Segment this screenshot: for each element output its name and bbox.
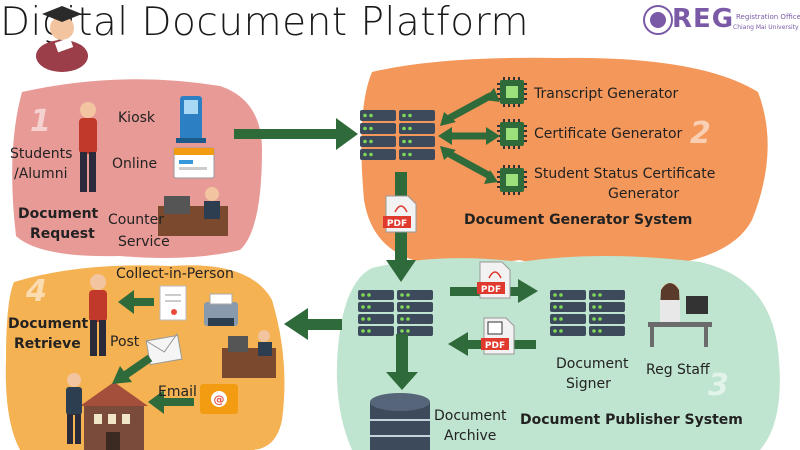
email-icon: @ bbox=[200, 384, 238, 414]
graduate-icon bbox=[36, 6, 88, 72]
alumni-label: /Alumni bbox=[14, 166, 68, 182]
students-label: Students bbox=[10, 146, 73, 162]
pdf-file-icon: PDF bbox=[477, 261, 511, 299]
counter-staff-icon bbox=[222, 330, 276, 378]
building-icon bbox=[80, 382, 148, 450]
student-figure-icon bbox=[66, 373, 82, 444]
arrow-post-to-student bbox=[112, 354, 153, 384]
publisher-heading: Document Publisher System bbox=[520, 412, 743, 428]
service-label: Service bbox=[118, 234, 170, 250]
online-label: Online bbox=[112, 156, 158, 172]
signer-label-line2: Signer bbox=[566, 376, 611, 392]
reg-logo-line1: Registration Office bbox=[736, 13, 800, 21]
uni-seal-icon bbox=[643, 5, 673, 35]
arrow-server-chips bbox=[438, 88, 500, 184]
certificate-generator-label: Certificate Generator bbox=[534, 126, 683, 142]
counter-label: Counter bbox=[108, 212, 164, 228]
kiosk-label: Kiosk bbox=[118, 110, 156, 126]
chip-icon bbox=[497, 165, 527, 195]
request-heading-line2: Request bbox=[30, 226, 95, 242]
transcript-generator-label: Transcript Generator bbox=[534, 86, 679, 102]
publisher-server-icon bbox=[358, 290, 433, 336]
collect-in-person-label: Collect-in-Person bbox=[116, 266, 234, 282]
archive-label-line1: Document bbox=[434, 408, 507, 424]
student-figure-icon bbox=[89, 274, 107, 356]
browser-icon bbox=[173, 147, 215, 179]
printer-icon bbox=[204, 293, 238, 326]
generator-server-icon bbox=[360, 110, 435, 160]
retrieve-heading-line1: Document bbox=[8, 316, 89, 332]
publisher-number: 3 bbox=[708, 368, 729, 403]
arrow-publisher-to-retrieve bbox=[284, 308, 342, 340]
office-worker-icon bbox=[648, 283, 712, 347]
arrow-request-to-generator bbox=[234, 118, 358, 150]
signer-server-icon bbox=[550, 290, 625, 336]
request-number: 1 bbox=[30, 104, 51, 139]
reg-logo-line2: Chiang Mai University bbox=[733, 24, 799, 31]
database-icon bbox=[370, 393, 430, 450]
counter-staff-icon bbox=[158, 187, 228, 236]
signed-pdf-icon: PDF bbox=[481, 317, 515, 355]
svg-text:@: @ bbox=[214, 393, 225, 406]
generator-heading: Document Generator System bbox=[464, 212, 693, 228]
status-generator-label-line2: Generator bbox=[608, 186, 680, 202]
retrieve-number: 4 bbox=[26, 274, 47, 309]
email-label: Email bbox=[158, 384, 197, 400]
chip-icon bbox=[497, 119, 527, 149]
arrow-publisher-to-archive bbox=[386, 334, 418, 390]
page-title: Digital Document Platform bbox=[0, 0, 529, 45]
archive-label-line2: Archive bbox=[444, 428, 497, 444]
student-figure-icon bbox=[79, 102, 97, 192]
status-generator-label-line1: Student Status Certificate bbox=[534, 166, 716, 182]
pdf-label: PDF bbox=[481, 285, 501, 295]
pdf-file-icon: PDF bbox=[383, 195, 417, 233]
envelope-icon bbox=[145, 333, 183, 366]
signer-label-line1: Document bbox=[556, 356, 629, 372]
post-label: Post bbox=[110, 334, 140, 350]
retrieve-heading-line2: Retrieve bbox=[14, 336, 81, 352]
arrow-email-to-student bbox=[148, 390, 194, 414]
paper-icon bbox=[159, 285, 187, 321]
pdf-label: PDF bbox=[485, 341, 505, 351]
pdf-label: PDF bbox=[387, 219, 407, 229]
kiosk-icon bbox=[176, 96, 206, 143]
reg-staff-label: Reg Staff bbox=[646, 362, 710, 378]
arrow-counter-to-student bbox=[118, 290, 154, 314]
request-heading-line1: Document bbox=[18, 206, 99, 222]
reg-logo-text: REG bbox=[672, 4, 735, 34]
chip-icon bbox=[497, 77, 527, 107]
generator-number: 2 bbox=[690, 116, 711, 151]
